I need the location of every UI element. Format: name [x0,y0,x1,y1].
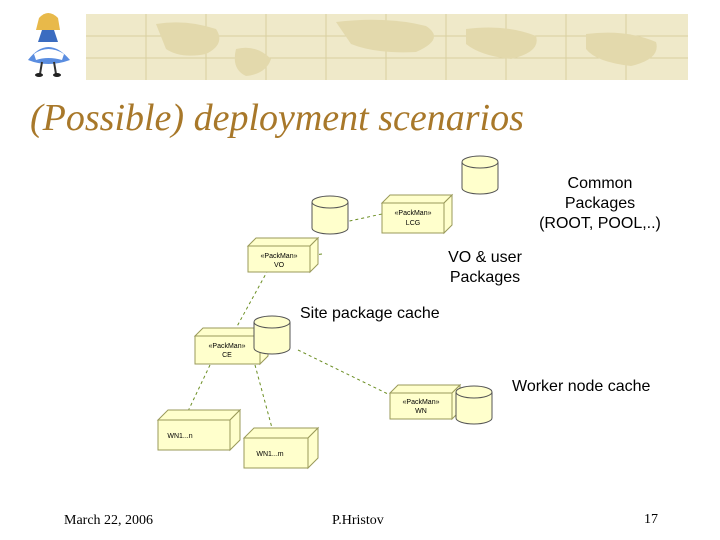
slide-title: (Possible) deployment scenarios [30,97,524,139]
label-common-line3: (ROOT, POOL,..) [539,215,661,232]
node-lcg-name: LCG [406,220,420,227]
node-vo-name: VO [274,262,285,269]
node-lcg-stereotype: «PackMan» [395,210,432,217]
label-common-line1: Common [567,175,633,192]
header-banner [86,14,688,80]
footer-date: March 22, 2006 [64,513,154,528]
alice-logo [28,13,70,77]
node-ce-name: CE [222,352,232,359]
node-wn: «PackMan» WN [388,383,462,421]
footer-author: P.Hristov [332,513,384,528]
label-vo-line1: VO & user [448,249,522,266]
database-site [253,315,291,355]
database-worker [455,385,493,425]
label-worker-cache: Worker node cache [512,378,651,395]
node-vo: «PackMan» VO [246,236,320,274]
node-wn1-m-name: WN1...m [256,451,283,458]
label-vo-line2: Packages [449,269,521,286]
label-site-cache: Site package cache [300,305,440,322]
database-common [461,155,499,195]
node-wn1-n-name: WN1...n [167,433,192,440]
database-vo [311,195,349,235]
node-wn1-n: WN1...n [156,408,242,452]
label-common-packages: Common Packages (ROOT, POOL,..) [530,174,670,234]
node-lcg: «PackMan» LCG [380,193,454,235]
world-map-decoration [86,14,688,80]
node-wn-stereotype: «PackMan» [403,399,440,406]
label-vo-packages: VO & user Packages [430,248,540,288]
footer-page-number: 17 [644,512,658,527]
node-vo-stereotype: «PackMan» [261,253,298,260]
label-common-line2: Packages [564,195,636,212]
node-wn1-m: WN1...m [242,426,320,470]
node-ce-stereotype: «PackMan» [209,343,246,350]
node-wn-name: WN [415,408,427,415]
node-ce: «PackMan» CE [193,326,270,366]
